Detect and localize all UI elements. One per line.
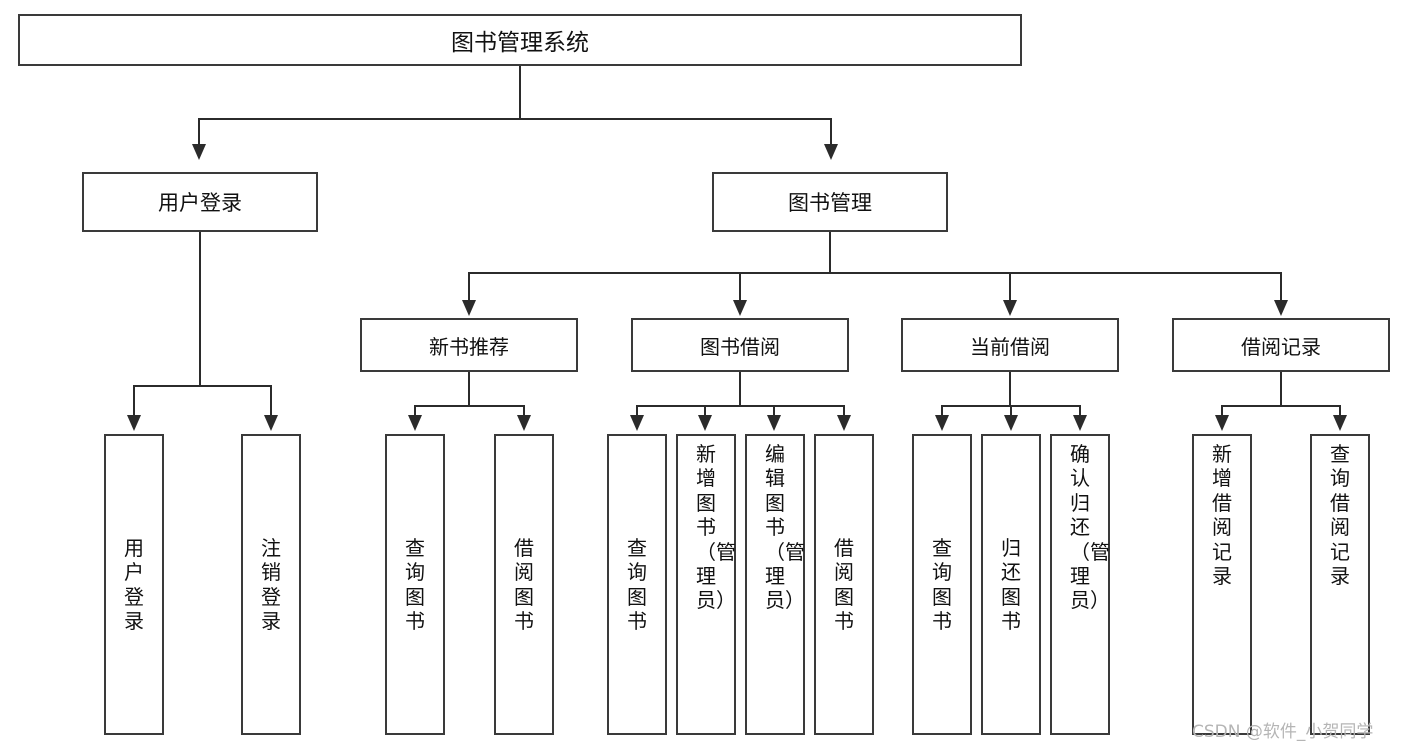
node-label: 图书管理系统	[451, 30, 589, 56]
node-label: 编辑图书（管理员）	[765, 442, 805, 613]
arrowhead-to-book-management	[824, 144, 838, 160]
node-label: 新增图书（管理员）	[696, 442, 736, 613]
edge-book-management-stem	[829, 232, 831, 272]
node-book-borrow[interactable]: 图书借阅	[631, 318, 849, 372]
arrowhead-user-login-leaf-2	[264, 415, 278, 431]
node-label: 用户登录	[124, 535, 144, 633]
edge-root-stem	[519, 66, 521, 118]
node-label: 归还图书	[1001, 535, 1021, 633]
node-label: 确认归还（管理员）	[1070, 442, 1110, 613]
node-label: 查询图书	[932, 535, 952, 633]
edge-nbr-stem	[468, 372, 470, 405]
node-label: 新书推荐	[429, 334, 509, 359]
node-label: 图书管理	[788, 191, 872, 215]
arrowhead-nbr-leaf-2	[517, 415, 531, 431]
node-label: 借阅图书	[834, 535, 854, 633]
edge-root-to-book-management	[830, 118, 832, 146]
edge-br-drop-1	[1221, 405, 1223, 417]
edge-bb-stem	[739, 372, 741, 405]
edge-bm-drop-1	[468, 272, 470, 302]
arrowhead-bb-leaf-1	[630, 415, 644, 431]
arrowhead-br-leaf-1	[1215, 415, 1229, 431]
edge-root-bus	[198, 118, 832, 120]
leaf-cb-query-book[interactable]: 查询图书	[912, 434, 972, 735]
edge-bm-drop-4	[1280, 272, 1282, 302]
node-label: 用户登录	[158, 191, 242, 215]
arrowhead-cb-leaf-1	[935, 415, 949, 431]
edge-br-stem	[1280, 372, 1282, 405]
node-label: 当前借阅	[970, 334, 1050, 359]
arrowhead-cb-leaf-3	[1073, 415, 1087, 431]
node-label: 查询图书	[627, 535, 647, 633]
edge-nbr-drop-2	[523, 405, 525, 417]
leaf-bb-borrow-book[interactable]: 借阅图书	[814, 434, 874, 735]
edge-bm-drop-3	[1009, 272, 1011, 302]
node-label: 借阅记录	[1241, 334, 1321, 359]
edge-cb-stem	[1009, 372, 1011, 405]
node-label: 注销登录	[261, 535, 281, 633]
node-label: 借阅图书	[514, 535, 534, 633]
node-user-login[interactable]: 用户登录	[82, 172, 318, 232]
leaf-logout[interactable]: 注销登录	[241, 434, 301, 735]
leaf-cb-return-book[interactable]: 归还图书	[981, 434, 1041, 735]
edge-bm-drop-2	[739, 272, 741, 302]
edge-br-bus	[1221, 405, 1341, 407]
edge-nbr-drop-1	[414, 405, 416, 417]
node-label: 图书借阅	[700, 334, 780, 359]
arrowhead-bb-leaf-3	[767, 415, 781, 431]
edge-book-management-bus	[468, 272, 1280, 274]
leaf-user-login[interactable]: 用户登录	[104, 434, 164, 735]
leaf-br-add-record[interactable]: 新增借阅记录	[1192, 434, 1252, 735]
edge-user-login-bus	[133, 385, 271, 387]
leaf-bb-query-book[interactable]: 查询图书	[607, 434, 667, 735]
arrowhead-nbr-leaf-1	[408, 415, 422, 431]
edge-cb-drop-3	[1079, 405, 1081, 417]
leaf-bb-edit-book-admin[interactable]: 编辑图书（管理员）	[745, 434, 805, 735]
edge-bb-drop-4	[843, 405, 845, 417]
node-borrow-record[interactable]: 借阅记录	[1172, 318, 1390, 372]
edge-cb-drop-1	[941, 405, 943, 417]
leaf-cb-confirm-return-admin[interactable]: 确认归还（管理员）	[1050, 434, 1110, 735]
arrowhead-bb-leaf-2	[698, 415, 712, 431]
leaf-nbr-borrow-book[interactable]: 借阅图书	[494, 434, 554, 735]
edge-br-drop-2	[1339, 405, 1341, 417]
leaf-bb-add-book-admin[interactable]: 新增图书（管理员）	[676, 434, 736, 735]
node-new-book-recommend[interactable]: 新书推荐	[360, 318, 578, 372]
edge-user-login-drop-2	[270, 385, 272, 417]
edge-bb-drop-3	[773, 405, 775, 417]
node-book-management[interactable]: 图书管理	[712, 172, 948, 232]
edge-user-login-stem	[199, 232, 201, 385]
node-label: 新增借阅记录	[1212, 442, 1232, 588]
edge-bb-drop-1	[636, 405, 638, 417]
node-root-book-management-system[interactable]: 图书管理系统	[18, 14, 1022, 66]
edge-bb-bus	[636, 405, 845, 407]
leaf-br-query-record[interactable]: 查询借阅记录	[1310, 434, 1370, 735]
edge-cb-drop-2	[1010, 405, 1012, 417]
edge-bb-drop-2	[704, 405, 706, 417]
edge-root-to-user-login	[198, 118, 200, 146]
node-label: 查询图书	[405, 535, 425, 633]
edge-user-login-drop-1	[133, 385, 135, 417]
arrowhead-new-book-recommend	[462, 300, 476, 316]
arrowhead-borrow-record	[1274, 300, 1288, 316]
arrowhead-br-leaf-2	[1333, 415, 1347, 431]
arrowhead-book-borrow	[733, 300, 747, 316]
node-current-borrow[interactable]: 当前借阅	[901, 318, 1119, 372]
arrowhead-to-user-login	[192, 144, 206, 160]
edge-nbr-bus	[414, 405, 525, 407]
arrowhead-cb-leaf-2	[1004, 415, 1018, 431]
arrowhead-user-login-leaf-1	[127, 415, 141, 431]
arrowhead-bb-leaf-4	[837, 415, 851, 431]
node-label: 查询借阅记录	[1330, 442, 1350, 588]
arrowhead-current-borrow	[1003, 300, 1017, 316]
leaf-nbr-query-book[interactable]: 查询图书	[385, 434, 445, 735]
